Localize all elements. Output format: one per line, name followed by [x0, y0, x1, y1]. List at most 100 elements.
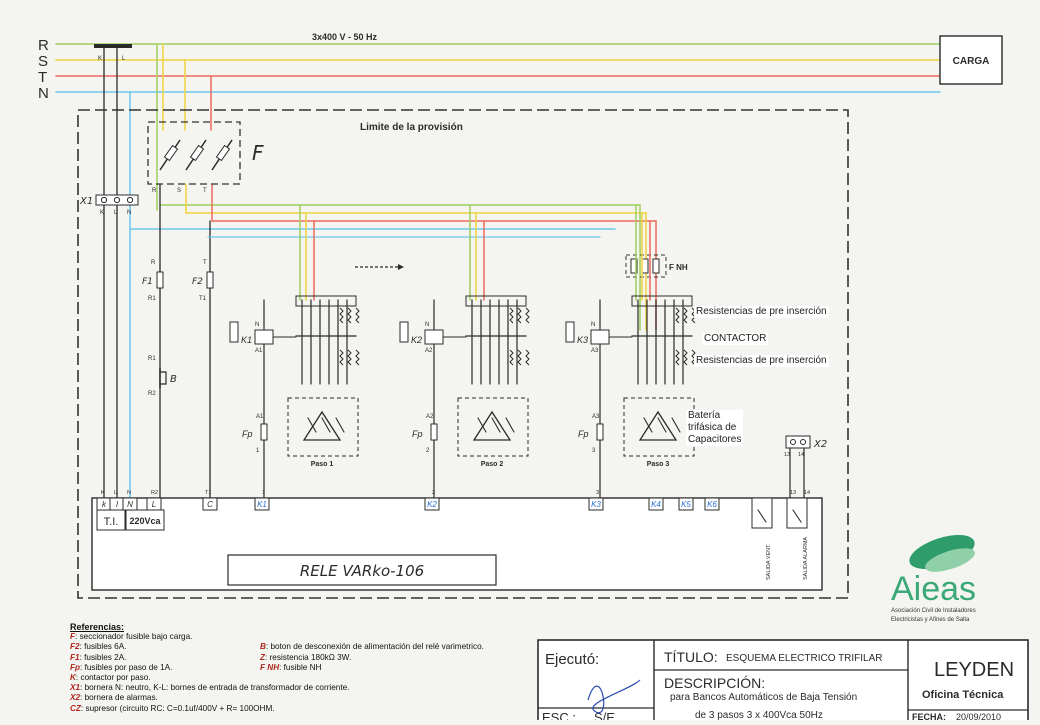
supply-voltage: 3x400 V - 50 Hz [312, 32, 378, 42]
resistor-top [683, 307, 688, 324]
resistor-bottom [509, 349, 514, 366]
relay-output-alarm-switch [786, 497, 808, 529]
relay-wire-label: K [101, 490, 105, 496]
ct-terminal-l: L [122, 56, 126, 62]
relay-name-box [227, 554, 497, 586]
annotation-battery-line2: trifásica de [688, 422, 737, 433]
logo-name: Aieas [891, 570, 976, 608]
resistor-bottom [675, 349, 680, 366]
ref-x2: X2: bornera de alarmas. [70, 693, 158, 703]
capacitor-plate [657, 417, 667, 433]
button-b-label: B [170, 374, 177, 385]
capacitor-plate [307, 417, 317, 433]
step-label: Paso 2 [481, 461, 504, 468]
button-b [159, 368, 167, 388]
resistor-bottom [683, 349, 688, 366]
relay-terminal-k3: K3 [591, 500, 601, 509]
resistor-top [509, 307, 514, 324]
disconnector-label: F [252, 141, 264, 165]
contactor-coil [590, 329, 610, 345]
titulo-label: TÍTULO: [664, 649, 718, 665]
flow-arrow [355, 264, 404, 270]
x2-terminal-13: 13 [784, 452, 790, 458]
step-label: Paso 1 [311, 461, 334, 468]
disconnector-terminal-s: S [177, 188, 181, 194]
boundary-label: Limite de la provisión [360, 122, 463, 133]
ref-z: Z: resistencia 180kΩ 3W. [260, 652, 352, 662]
step-fuse-terminal-bottom: 1 [256, 448, 260, 454]
contactor-label: K3 [577, 335, 588, 345]
resistor-bottom [525, 349, 530, 366]
annotation-battery-line1: Batería [688, 410, 721, 421]
relay-terminal-box [202, 497, 218, 511]
office-name: Oficina Técnica [922, 689, 1004, 701]
ref-x1: X1: bornera N: neutro, K-L: bornes de en… [70, 683, 350, 693]
relay-wire-label: R2 [151, 490, 158, 496]
relay-wire-label: 13 [790, 490, 796, 496]
capacitor-plate [321, 417, 331, 433]
relay-wire-label: L [114, 490, 117, 496]
x1-terminal-k: K [100, 210, 104, 216]
x1-terminal-n: N [127, 210, 131, 216]
esc-label: ESC : [542, 710, 576, 720]
resistor-top [517, 307, 522, 324]
pre-insertion-bar [631, 295, 693, 307]
coil-terminal-top: N [255, 322, 259, 328]
relay-wire-label: N [127, 490, 131, 496]
resistor-bottom [355, 349, 360, 366]
relay-terminal-box [254, 497, 270, 511]
ref-f: F: seccionador fusible bajo carga. [70, 632, 193, 642]
annotation-battery-line3: Capacitores [688, 434, 742, 445]
fuse-f1-label: F1 [142, 277, 153, 287]
button-b-top: R1 [148, 356, 156, 362]
relay-terminal-c: C [207, 500, 213, 509]
relay-terminal-k2: K2 [427, 500, 437, 509]
signature [587, 679, 641, 714]
step-label: Paso 3 [647, 461, 670, 468]
pre-insertion-bar [465, 295, 527, 307]
relay-name: RELE VARko-106 [300, 562, 424, 580]
ref-f1: F1: fusibles 2A. [70, 652, 127, 662]
x1-label: X1 [79, 196, 93, 207]
capacitor-plate [491, 417, 501, 433]
step-fuse-label: Fp [242, 429, 253, 439]
resistor-top [675, 307, 680, 324]
x2-label: X2 [813, 439, 827, 450]
references-title: Referencias: [70, 622, 125, 632]
pre-insertion-bar [295, 295, 357, 307]
step-fuse-terminal-top: A1 [256, 414, 264, 420]
ref-cz: CZ: supresor (circuito RC: C=0.1uf/400V … [70, 703, 275, 713]
fuse-f2-top: T [203, 260, 207, 266]
resistor-bottom [517, 349, 522, 366]
resistor-top [339, 307, 344, 324]
fecha-label: FECHA: [912, 712, 946, 720]
x2-terminal-14: 14 [798, 452, 804, 458]
x2-terminal-block [785, 435, 811, 449]
title-block [537, 639, 1029, 725]
coil-terminal-top: N [591, 322, 595, 328]
resistor-top [525, 307, 530, 324]
relay-terminal-box [648, 497, 664, 511]
annotation-contactor: CONTACTOR [702, 333, 769, 345]
fuse-f1-bottom: R1 [148, 296, 156, 302]
resistor-bottom [691, 349, 696, 366]
step-fuse-terminal-top: A2 [426, 414, 434, 420]
logo-subtitle-2: Electricistas y Afines de Salta [891, 617, 970, 623]
relay-terminal-k4: K4 [651, 500, 661, 509]
capacitor-plate [477, 417, 487, 433]
annotation-battery: Batería trifásica de Capacitores [686, 410, 744, 446]
step-fuse-terminal-bottom: 2 [426, 448, 430, 454]
relay-supply-label: 220Vca [129, 516, 161, 526]
relay-ti-label: T.I. [104, 516, 119, 528]
suppressor [229, 321, 239, 343]
fuse-f2 [206, 271, 214, 289]
ct-terminal-k: K [98, 56, 102, 62]
references-panel: Referencias: F: seccionador fusible bajo… [70, 622, 540, 714]
current-transformer [94, 44, 132, 48]
relay-terminal-l: l [116, 500, 118, 509]
relay-terminal-box [146, 497, 162, 511]
